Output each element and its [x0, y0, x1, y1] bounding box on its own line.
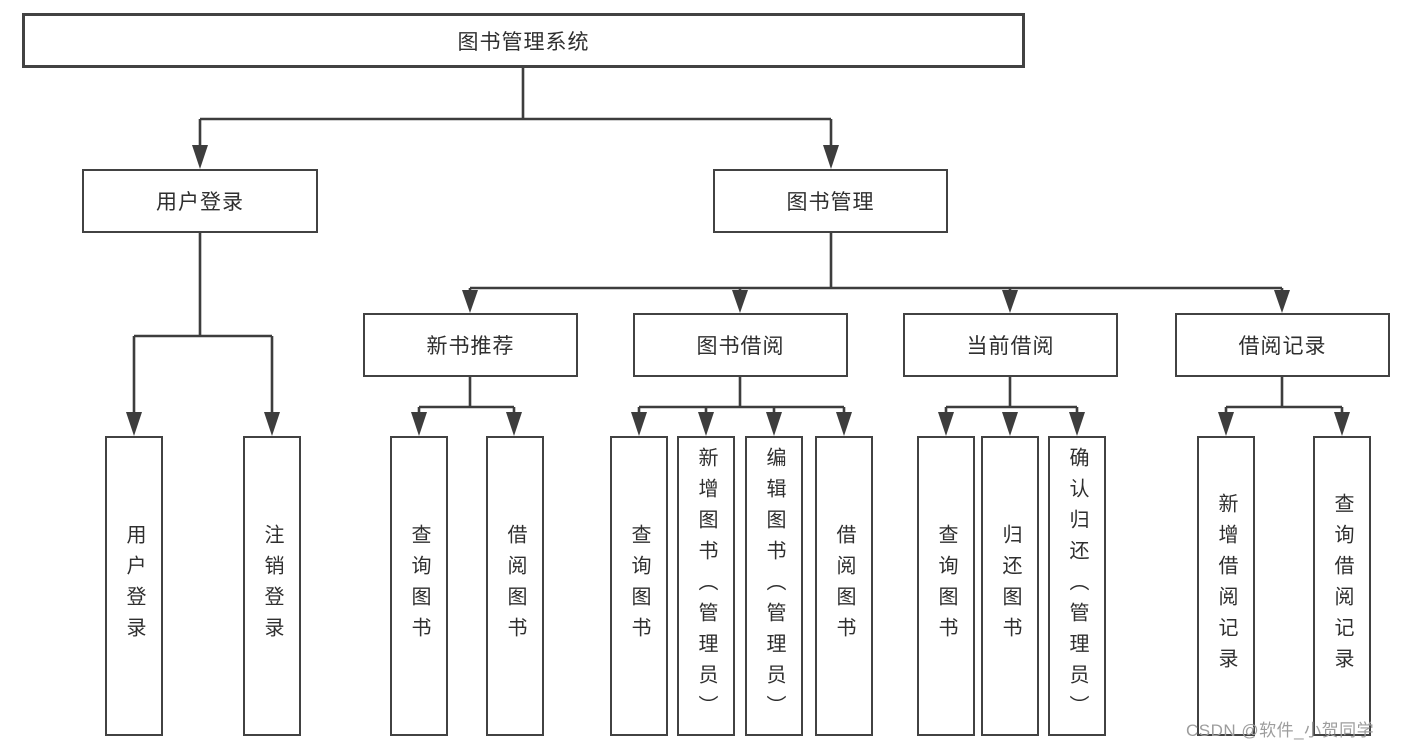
- connector-current-borrow-to-leaves: [938, 377, 1085, 436]
- leaf-label: 借阅图书: [504, 524, 526, 648]
- leaf-query-books-borrow: 查询图书: [610, 436, 668, 736]
- leaf-label: 查询图书: [628, 524, 650, 648]
- leaf-label: 查询图书: [935, 524, 957, 648]
- leaf-label: 用户登录: [123, 524, 145, 648]
- node-label: 新书推荐: [426, 335, 515, 358]
- connector-user-login-to-leaves: [126, 233, 280, 436]
- node-new-book-recommend: 新书推荐: [363, 313, 578, 377]
- node-label: 用户登录: [156, 191, 244, 214]
- leaf-label: 新增图书（管理员）: [695, 446, 717, 726]
- leaf-label: 查询图书: [408, 524, 430, 648]
- leaf-add-books-admin: 新增图书（管理员）: [677, 436, 735, 736]
- node-book-management: 图书管理: [713, 169, 948, 233]
- node-label: 借阅记录: [1238, 335, 1327, 358]
- node-root-system: 图书管理系统: [22, 13, 1025, 68]
- leaf-confirm-return-admin: 确认归还（管理员）: [1048, 436, 1106, 736]
- leaf-label: 注销登录: [261, 524, 283, 648]
- leaf-borrow-books-recommend: 借阅图书: [486, 436, 544, 736]
- connector-root-to-level1: [192, 66, 839, 169]
- leaf-label: 新增借阅记录: [1215, 493, 1237, 679]
- leaf-query-books-recommend: 查询图书: [390, 436, 448, 736]
- leaf-label: 查询借阅记录: [1331, 493, 1353, 679]
- leaf-return-books: 归还图书: [981, 436, 1039, 736]
- watermark: CSDN @软件_小贺同学: [1186, 721, 1375, 740]
- node-label: 图书管理: [786, 191, 875, 214]
- leaf-logout: 注销登录: [243, 436, 301, 736]
- connector-borrow-record-to-leaves: [1218, 377, 1350, 436]
- node-label: 当前借阅: [966, 335, 1055, 358]
- node-user-login: 用户登录: [82, 169, 318, 233]
- connector-book-management-to-level2: [462, 233, 1290, 313]
- leaf-add-borrow-record: 新增借阅记录: [1197, 436, 1255, 736]
- leaf-query-borrow-record: 查询借阅记录: [1313, 436, 1371, 736]
- leaf-label: 归还图书: [999, 524, 1021, 648]
- node-borrow-record: 借阅记录: [1175, 313, 1390, 377]
- connector-book-borrow-to-leaves: [631, 377, 852, 436]
- leaf-label: 确认归还（管理员）: [1066, 446, 1088, 726]
- node-book-borrow: 图书借阅: [633, 313, 848, 377]
- leaf-query-books-current: 查询图书: [917, 436, 975, 736]
- node-label: 图书借阅: [696, 335, 785, 358]
- leaf-label: 编辑图书（管理员）: [763, 446, 785, 726]
- connector-new-book-recommend-to-leaves: [411, 377, 522, 436]
- node-current-borrow: 当前借阅: [903, 313, 1118, 377]
- leaf-edit-books-admin: 编辑图书（管理员）: [745, 436, 803, 736]
- node-label: 图书管理系统: [457, 30, 590, 54]
- leaf-label: 借阅图书: [833, 524, 855, 648]
- leaf-user-login: 用户登录: [105, 436, 163, 736]
- leaf-borrow-books: 借阅图书: [815, 436, 873, 736]
